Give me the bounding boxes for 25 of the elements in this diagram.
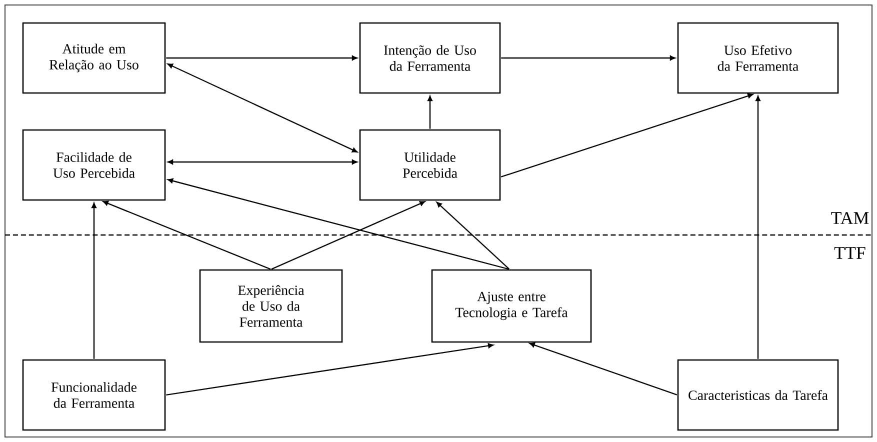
concept-box: Experiência de Uso da Ferramenta	[199, 269, 343, 343]
arrow	[501, 56, 676, 60]
concept-box: Atitude em Relação ao Uso	[22, 22, 166, 94]
arrow	[500, 93, 754, 178]
arrow	[529, 342, 678, 396]
concept-box: Ajuste entre Tecnologia e Tarefa	[431, 269, 592, 343]
arrow	[271, 201, 426, 270]
region-label: TTF	[834, 247, 866, 259]
arrow	[168, 160, 358, 164]
arrow	[168, 178, 510, 270]
concept-box: Uso Efetivo da Ferramenta	[677, 22, 839, 94]
arrow	[166, 56, 358, 60]
arrow	[756, 96, 760, 359]
arrow	[92, 202, 96, 359]
arrow	[102, 200, 271, 270]
arrow	[167, 64, 358, 152]
region-label: TAM	[831, 212, 869, 224]
concept-box: Intenção de Uso da Ferramenta	[359, 22, 501, 94]
arrow	[428, 96, 432, 129]
arrow	[166, 343, 494, 396]
concept-box: Utilidade Percebida	[359, 129, 501, 201]
concept-box: Caracteristicas da Tarefa	[677, 359, 839, 431]
concept-box: Facilidade de Uso Percebida	[22, 129, 166, 201]
arrow	[436, 202, 510, 270]
concept-box: Funcionalidade da Ferramenta	[22, 359, 166, 431]
